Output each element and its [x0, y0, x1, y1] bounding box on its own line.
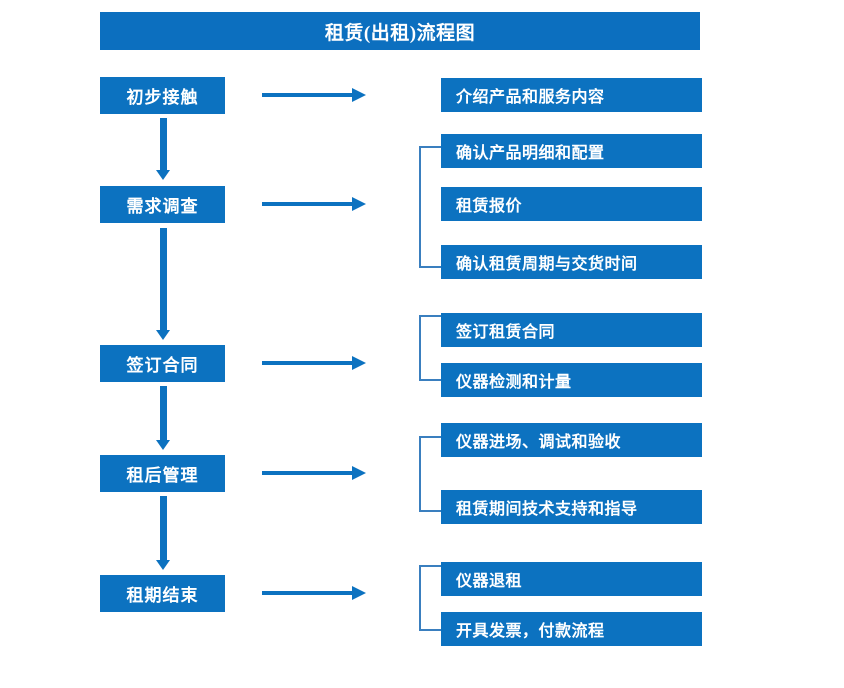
detail-box-7[interactable]: 仪器进场、调试和验收: [441, 423, 702, 457]
stage-box-5[interactable]: 租期结束: [100, 575, 225, 612]
detail-box-4[interactable]: 确认租赁周期与交货时间: [441, 245, 702, 279]
detail-box-2[interactable]: 确认产品明细和配置: [441, 134, 702, 168]
flow-arrow-down-2: [156, 228, 170, 340]
detail-box-10[interactable]: 开具发票，付款流程: [441, 612, 702, 646]
bracket-group-5: [419, 565, 441, 631]
arrow-shaft: [262, 591, 354, 595]
detail-arrow-right-4: [262, 466, 366, 480]
detail-box-6[interactable]: 仪器检测和计量: [441, 363, 702, 397]
arrow-head: [352, 197, 366, 211]
bracket-group-3: [419, 315, 441, 381]
arrow-head: [352, 466, 366, 480]
bracket-group-2: [419, 146, 441, 268]
detail-box-3[interactable]: 租赁报价: [441, 187, 702, 221]
arrow-shaft: [160, 118, 167, 170]
detail-arrow-right-2: [262, 197, 366, 211]
detail-arrow-right-5: [262, 586, 366, 600]
arrow-head: [156, 440, 170, 450]
arrow-shaft: [262, 471, 354, 475]
arrow-shaft: [262, 93, 354, 97]
stage-box-2[interactable]: 需求调查: [100, 186, 225, 223]
arrow-shaft: [262, 361, 354, 365]
detail-arrow-right-3: [262, 356, 366, 370]
detail-arrow-right-1: [262, 88, 366, 102]
arrow-head: [352, 586, 366, 600]
arrow-head: [156, 560, 170, 570]
flow-arrow-down-1: [156, 118, 170, 180]
arrow-head: [352, 88, 366, 102]
bracket-group-4: [419, 436, 441, 512]
detail-box-1[interactable]: 介绍产品和服务内容: [441, 78, 702, 112]
arrow-head: [352, 356, 366, 370]
stage-box-4[interactable]: 租后管理: [100, 455, 225, 492]
arrow-shaft: [160, 386, 167, 440]
arrow-shaft: [160, 228, 167, 330]
flow-arrow-down-4: [156, 496, 170, 570]
stage-box-1[interactable]: 初步接触: [100, 77, 225, 114]
arrow-head: [156, 170, 170, 180]
flow-arrow-down-3: [156, 386, 170, 450]
diagram-title: 租赁(出租)流程图: [100, 12, 700, 50]
detail-box-8[interactable]: 租赁期间技术支持和指导: [441, 490, 702, 524]
arrow-shaft: [262, 202, 354, 206]
arrow-head: [156, 330, 170, 340]
arrow-shaft: [160, 496, 167, 560]
stage-box-3[interactable]: 签订合同: [100, 345, 225, 382]
detail-box-9[interactable]: 仪器退租: [441, 562, 702, 596]
detail-box-5[interactable]: 签订租赁合同: [441, 313, 702, 347]
